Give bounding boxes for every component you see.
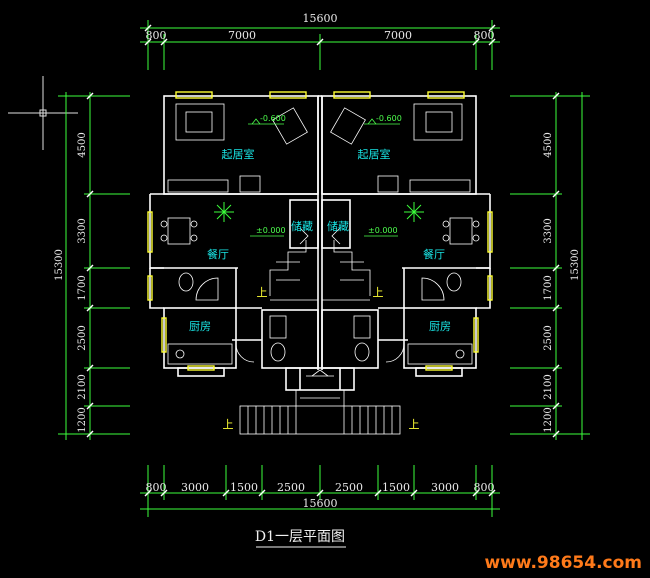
room-label-dining-right: 餐厅 [423,247,445,261]
interior-stairs [269,227,371,301]
stair-up-label-right: 上 [373,286,384,299]
dimension-ticks [86,24,560,497]
bottom-dim-3: 1500 [230,481,258,494]
right-dim-6: 1200 [543,407,554,432]
top-total-dimension: 15600 [303,12,338,25]
entry-up-label-left: 上 [223,418,234,431]
bottom-total-dimension: 15600 [303,497,338,510]
left-dim-4: 2500 [77,325,88,350]
dimension-lines [58,20,590,517]
furniture [160,103,480,365]
left-dim-5: 2100 [77,374,88,399]
elevation-dining-right: ±0.000 [368,226,398,235]
room-label-storage-left: 储藏 [291,219,313,233]
stair-up-label-left: 上 [257,286,268,299]
right-dim-3: 1700 [543,275,554,300]
entry-up-label-right: 上 [409,418,420,431]
room-label-living-right: 起居室 [358,147,391,161]
plant-icon-right [404,202,424,222]
right-dim-5: 2100 [543,374,554,399]
right-dim-1: 4500 [543,132,554,157]
room-label-storage-right: 储藏 [327,219,349,233]
left-dim-1: 4500 [77,132,88,157]
bottom-dim-2: 3000 [181,481,209,494]
elevation-markers [248,118,400,237]
windows [147,91,493,371]
elevation-dining-left: ±0.000 [256,226,286,235]
right-total-dimension: 15300 [570,249,581,281]
room-label-dining-left: 餐厅 [207,247,229,261]
bottom-dim-6: 1500 [382,481,410,494]
left-dim-3: 1700 [77,275,88,300]
left-total-dimension: 15300 [54,249,65,281]
bottom-dim-1: 800 [146,481,167,494]
right-dim-4: 2500 [543,325,554,350]
bottom-dim-7: 3000 [431,481,459,494]
top-dim-3: 7000 [384,29,412,42]
elevation-living-left: -0.600 [260,114,286,123]
room-label-kitchen-right: 厨房 [429,320,451,333]
bottom-dim-8: 800 [474,481,495,494]
cad-crosshair-cursor [8,76,78,150]
entry-steps [239,369,401,435]
top-dim-1: 800 [146,29,167,42]
top-dim-4: 800 [474,29,495,42]
room-label-kitchen-left: 厨房 [189,320,211,333]
plant-icon-left [214,202,234,222]
room-label-living-left: 起居室 [222,147,255,161]
drawing-title: D1一层平面图 [255,529,345,545]
left-dim-6: 1200 [77,407,88,432]
watermark: www.98654.com [484,553,642,573]
top-dim-2: 7000 [228,29,256,42]
right-dim-2: 3300 [543,218,554,243]
elevation-living-right: -0.600 [376,114,402,123]
bottom-dim-5: 2500 [335,481,363,494]
walls [149,95,491,391]
bottom-dim-4: 2500 [277,481,305,494]
left-dim-2: 3300 [77,218,88,243]
